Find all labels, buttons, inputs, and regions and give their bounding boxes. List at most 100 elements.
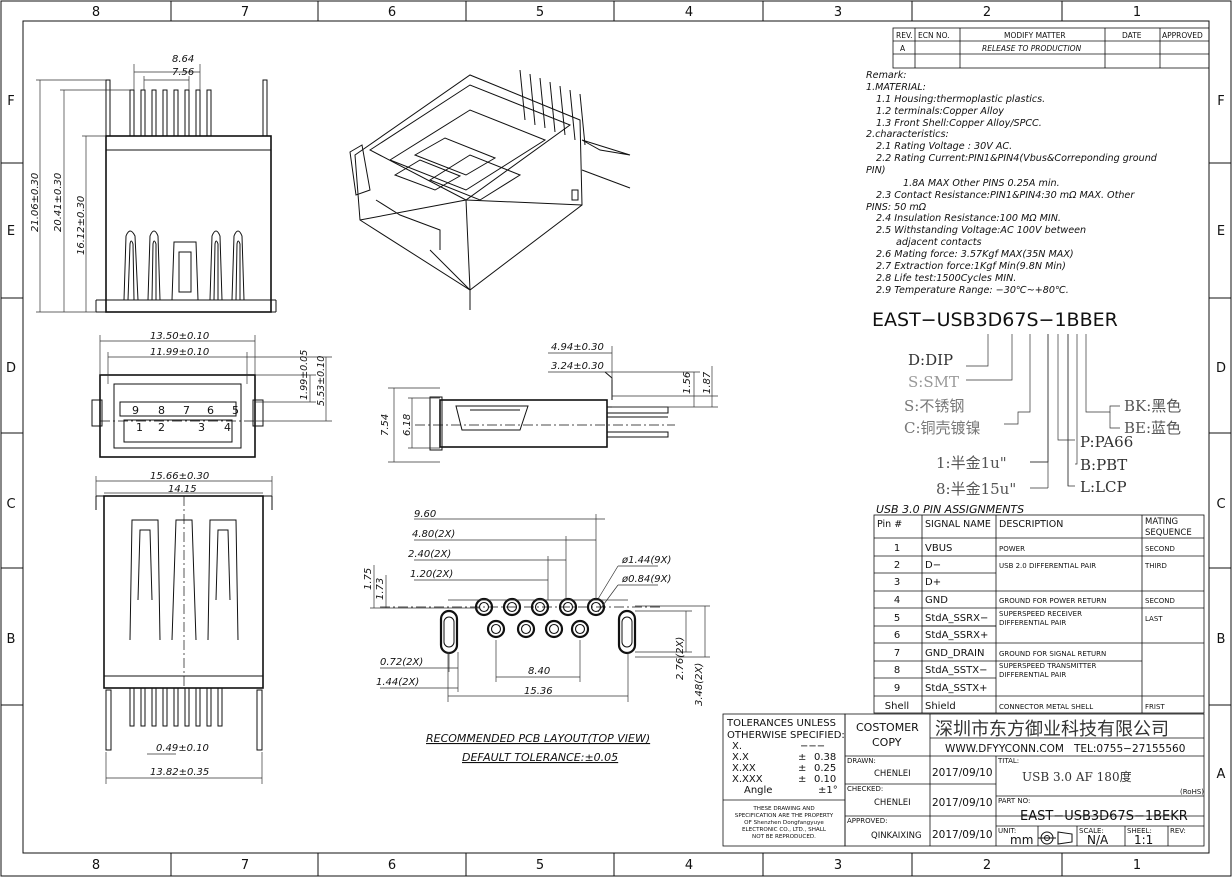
front-pin-label: 7 — [183, 404, 190, 417]
dim-pcb-hole-0-84: ø0.84(9X) — [621, 574, 671, 585]
dim-top-16-12: 16.12±0.30 — [76, 196, 87, 255]
dim-pcb-15-36: 15.36 — [524, 686, 553, 697]
dim-bottom-13-82: 13.82±0.35 — [150, 767, 209, 778]
title-block: COSTOMER COPY 深圳市东方御业科技有限公司 WWW.DFYYCONN… — [844, 713, 1205, 847]
option-gold-1u: 1:半金1u" — [936, 454, 1007, 472]
row-label-right: B — [1217, 632, 1226, 647]
col-label-top: 3 — [834, 5, 842, 20]
company-website: WWW.DFYYCONN.COM — [945, 743, 1064, 755]
pin-description: GROUND FOR POWER RETURN — [999, 597, 1106, 605]
remark-line: adjacent contacts — [896, 237, 981, 248]
col-label-top: 4 — [685, 5, 693, 20]
pin-number: 4 — [894, 595, 900, 606]
property-note: OF Shenzhen Dongfangyuye — [744, 820, 824, 826]
dim-bottom-15-66: 15.66±0.30 — [150, 471, 209, 482]
dim-side-3-24: 3.24±0.30 — [551, 361, 604, 372]
dim-pcb-1-20: 1.20(2X) — [410, 569, 453, 580]
pin-number: 8 — [894, 665, 900, 676]
company-tel: TEL:0755−27155560 — [1073, 743, 1185, 755]
pin-header: SIGNAL NAME — [925, 519, 991, 530]
part-code: EAST−USB3D67S−1BBER — [872, 309, 1118, 331]
remark-line: 2.3 Contact Resistance:PIN1&PIN4:30 mΩ M… — [876, 190, 1135, 201]
pin-number: 9 — [894, 683, 900, 694]
title-label: TITAL: — [997, 757, 1019, 765]
remark-line: 1.2 terminals:Copper Alloy — [876, 106, 1004, 117]
option-dip: D:DIP — [908, 351, 953, 369]
col-label-bottom: 1 — [1133, 858, 1141, 873]
drawing-title: USB 3.0 AF 180度 — [1022, 769, 1132, 784]
dim-top-20-41: 20.41±0.30 — [53, 173, 64, 232]
option-gold-15u: 8:半金15u" — [936, 480, 1016, 498]
tolerance-row: ± — [798, 763, 806, 774]
pin-signal: VBUS — [925, 543, 952, 554]
option-pa66: P:PA66 — [1080, 433, 1133, 451]
scale-value: N/A — [1087, 833, 1109, 847]
option-nickel: C:铜壳镀镍 — [904, 419, 981, 437]
row-label-left: E — [7, 224, 15, 239]
row-label-left: F — [7, 94, 14, 109]
checked-by: CHENLEI — [874, 798, 911, 808]
front-pin-label: 3 — [198, 421, 205, 434]
remark-line: 1.8A MAX Other PINS 0.25A min. — [903, 178, 1060, 189]
remark-line: 2.1 Rating Voltage : 30V AC. — [876, 141, 1012, 152]
pin-number: 1 — [894, 543, 900, 554]
pin-signal: StdA_SSRX− — [925, 613, 988, 624]
remark-line: 2.6 Mating force: 3.57Kgf MAX(35N MAX) — [876, 249, 1074, 260]
dim-pcb-0-72: 0.72(2X) — [380, 657, 423, 668]
pcb-hole-pad — [544, 619, 564, 639]
dim-pcb-3-48: 3.48(2X) — [694, 663, 705, 706]
col-label-top: 7 — [241, 5, 249, 20]
option-lcp: L:LCP — [1080, 478, 1127, 496]
bottom-view-drawing: 15.66±0.30 14.15 0.49±0.10 13.82±0.35 — [95, 471, 273, 784]
remark-line: 2.8 Life test:1500Cycles MIN. — [876, 273, 1016, 284]
row-label-right: E — [1217, 224, 1225, 239]
pcb-hole-pad — [486, 619, 506, 639]
rev-header: DATE — [1122, 31, 1142, 40]
checked-date: 2017/09/10 — [932, 797, 993, 809]
pin-mating: LAST — [1145, 615, 1163, 623]
col-label-bottom: 6 — [388, 858, 396, 873]
col-label-bottom: 2 — [983, 858, 991, 873]
dim-pcb-1-73: 1.73 — [375, 578, 386, 600]
unit-label: UNIT: — [998, 827, 1016, 835]
tolerances-block: TOLERANCES UNLESS OTHERWISE SPECIFIED: X… — [722, 713, 846, 847]
front-pin-label: 1 — [136, 421, 143, 434]
pin-number: 7 — [894, 648, 900, 659]
pin-mating: THIRD — [1144, 562, 1167, 570]
pcb-hole-drill — [548, 623, 560, 635]
row-label-right: D — [1216, 361, 1226, 376]
side-view-drawing: 4.94±0.30 3.24±0.30 1.56 1.87 7.54 6.18 — [380, 342, 718, 463]
dim-top-21-06: 21.06±0.30 — [30, 173, 41, 232]
pin-header: Pin # — [877, 519, 902, 530]
property-note: THESE DRAWING AND — [752, 806, 814, 812]
remarks-block: Remark: 1.MATERIAL: 1.1 Housing:thermopl… — [866, 70, 1158, 296]
dim-front-1-99: 1.99±0.05 — [299, 350, 310, 400]
tolerance-row: X. — [732, 741, 742, 752]
pcb-tolerance: DEFAULT TOLERANCE:±0.05 — [462, 751, 618, 764]
row-label-right: F — [1217, 94, 1224, 109]
col-label-top: 8 — [92, 5, 100, 20]
dim-pcb-hole-1-44: ø1.44(9X) — [621, 555, 671, 566]
pcb-hole-pad — [516, 619, 536, 639]
company-name: 深圳市东方御业科技有限公司 — [935, 719, 1169, 740]
dim-bottom-0-49: 0.49±0.10 — [156, 743, 209, 754]
sheet-label: SHEEL: — [1127, 827, 1152, 835]
pcb-hole-drill — [520, 623, 532, 635]
pin-table-title: USB 3.0 PIN ASSIGNMENTS — [876, 503, 1024, 516]
pcb-hole-drill — [490, 623, 502, 635]
pin-mating: SECOND — [1145, 597, 1175, 605]
pin-description: GROUND FOR SIGNAL RETURN — [999, 650, 1106, 658]
remark-line: 2.2 Rating Current:PIN1&PIN4(Vbus&Correp… — [876, 153, 1158, 164]
front-pin-label: 6 — [207, 404, 214, 417]
property-note: ELECTRONIC CO., LTD., SHALL — [742, 827, 827, 833]
remark-line: 2.4 Insulation Resistance:100 MΩ MIN. — [876, 213, 1061, 224]
pcb-layout-drawing: 9.60 4.80(2X) 2.40(2X) 1.20(2X) ø1.44(9X… — [363, 509, 710, 764]
pin-number: 2 — [894, 560, 900, 571]
remark-line: 2.7 Extraction force:1Kgf Min(9.8N Min) — [876, 261, 1066, 272]
rev-header: REV. — [896, 31, 913, 40]
pin-signal: D+ — [925, 577, 941, 588]
remark-line: 1.MATERIAL: — [866, 82, 926, 93]
col-label-bottom: 3 — [834, 858, 842, 873]
